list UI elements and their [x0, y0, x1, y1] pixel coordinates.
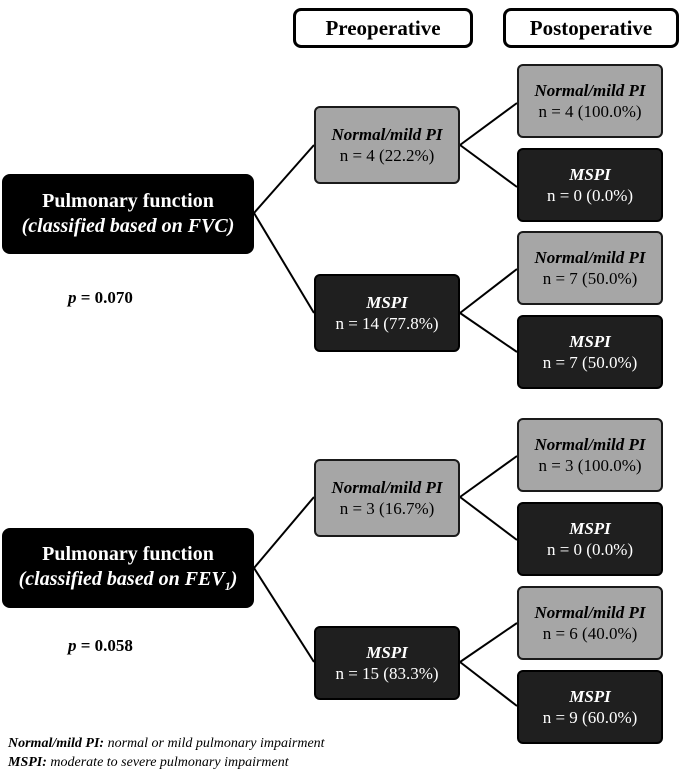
root-title: Pulmonary function — [42, 190, 214, 212]
root-node-fvc: Pulmonary function (classified based on … — [2, 174, 254, 254]
root-subtitle: (classified based on FEV1) — [18, 568, 238, 593]
post-node-mspi-from-mspi-fvc: MSPI n = 7 (50.0%) — [517, 315, 663, 389]
post-node-normal-from-normal-fvc: Normal/mild PI n = 4 (100.0%) — [517, 64, 663, 138]
pre-node-normal-fvc: Normal/mild PI n = 4 (22.2%) — [314, 106, 460, 184]
pre-node-mspi-fev1: MSPI n = 15 (83.3%) — [314, 626, 460, 700]
postoperative-header: Postoperative — [503, 8, 679, 48]
post-node-normal-from-mspi-fev1: Normal/mild PI n = 6 (40.0%) — [517, 586, 663, 660]
post-node-mspi-from-normal-fvc: MSPI n = 0 (0.0%) — [517, 148, 663, 222]
root-subtitle: (classified based on FVC) — [21, 215, 235, 237]
root-title: Pulmonary function — [42, 543, 214, 565]
legend-mspi: MSPI: moderate to severe pulmonary impai… — [8, 755, 289, 770]
legend-normal-mild: Normal/mild PI: normal or mild pulmonary… — [8, 736, 325, 751]
post-node-normal-from-normal-fev1: Normal/mild PI n = 3 (100.0%) — [517, 418, 663, 492]
pre-node-mspi-fvc: MSPI n = 14 (77.8%) — [314, 274, 460, 352]
post-node-normal-from-mspi-fvc: Normal/mild PI n = 7 (50.0%) — [517, 231, 663, 305]
p-value-fev1: p = 0.058 — [68, 636, 133, 655]
p-value-fvc: p = 0.070 — [68, 288, 133, 307]
post-node-mspi-from-normal-fev1: MSPI n = 0 (0.0%) — [517, 502, 663, 576]
pre-node-normal-fev1: Normal/mild PI n = 3 (16.7%) — [314, 459, 460, 537]
post-node-mspi-from-mspi-fev1: MSPI n = 9 (60.0%) — [517, 670, 663, 744]
root-node-fev1: Pulmonary function (classified based on … — [2, 528, 254, 608]
preoperative-header: Preoperative — [293, 8, 473, 48]
